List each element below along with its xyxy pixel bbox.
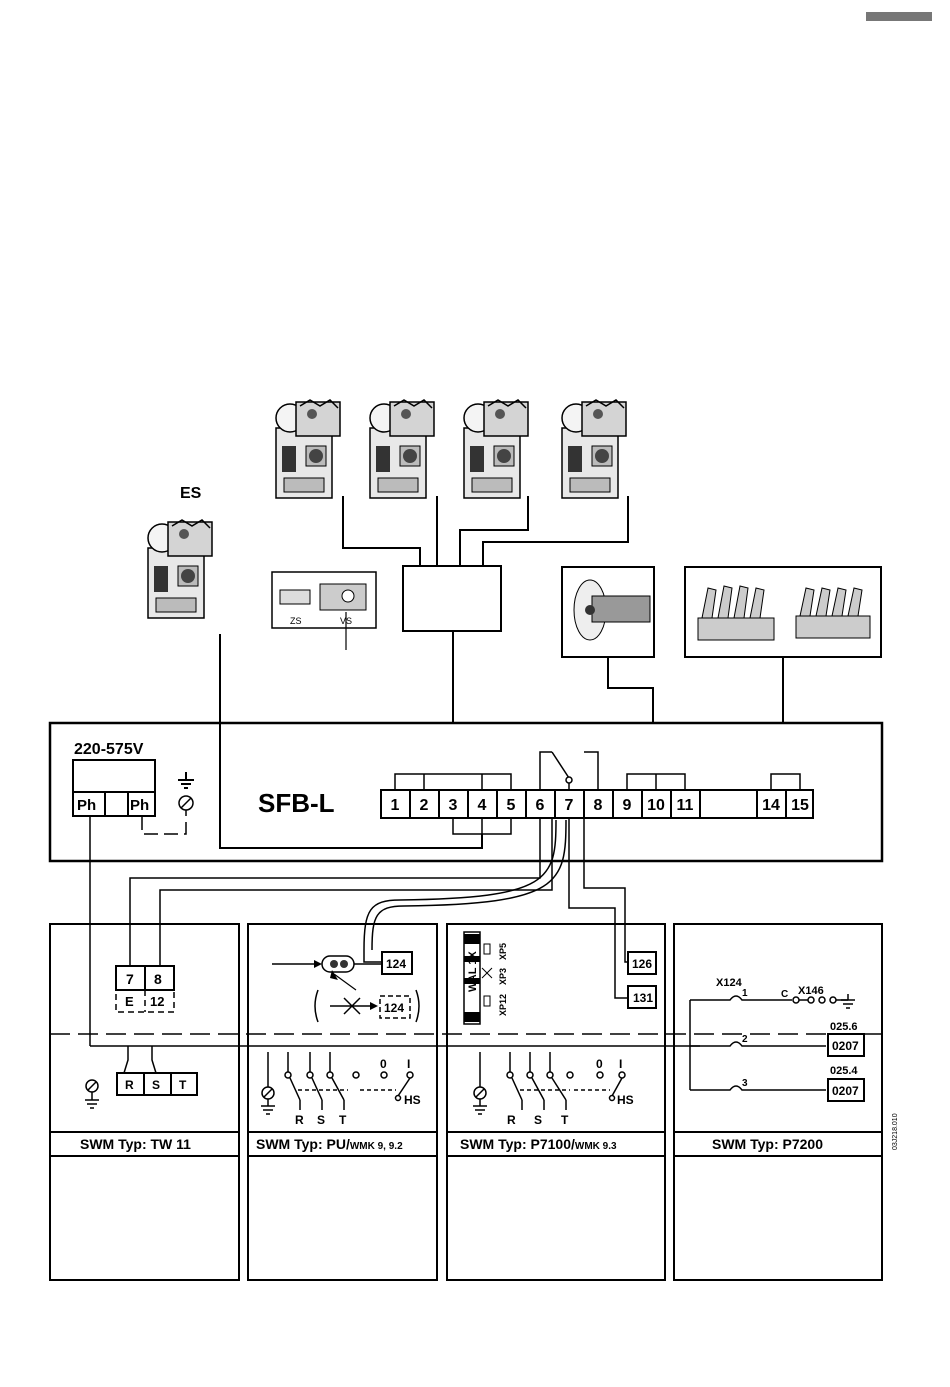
terminal-10: 10 bbox=[647, 797, 665, 814]
es-valve bbox=[148, 520, 212, 618]
terminal-2: 2 bbox=[420, 797, 429, 814]
p7100-hs-pos-1: I bbox=[619, 1057, 622, 1071]
zs-sensor bbox=[280, 590, 310, 604]
panel-1-title: SWM Typ: TW 11 bbox=[80, 1136, 191, 1152]
svg-text:0207: 0207 bbox=[832, 1039, 859, 1053]
voltage-label: 220-575V bbox=[74, 741, 144, 758]
c-label: C bbox=[781, 989, 788, 1000]
supply-terminal-ph1: Ph bbox=[77, 797, 96, 814]
p7100-phase-s: S bbox=[534, 1113, 542, 1127]
terminal-1: 1 bbox=[391, 797, 400, 814]
terminal-strip: 1 2 3 4 5 6 7 8 9 10 11 14 15 bbox=[381, 790, 813, 818]
pin-1: 1 bbox=[742, 988, 748, 999]
zs-label: ZS bbox=[290, 616, 302, 626]
pu-sensor bbox=[272, 956, 382, 990]
terminal-7: 7 bbox=[565, 797, 574, 814]
panel-3-title: SWM Typ: P7100/WMK 9.3 bbox=[460, 1136, 617, 1152]
p7100-phase-r: R bbox=[507, 1113, 516, 1127]
x124-label: X124 bbox=[716, 977, 743, 989]
terminal-11: 11 bbox=[677, 797, 694, 814]
terminal-3: 3 bbox=[449, 797, 458, 814]
terminal-9: 9 bbox=[623, 797, 632, 814]
ref-025-4: 025.4 bbox=[830, 1065, 858, 1077]
valve-wires bbox=[343, 496, 628, 570]
page-mark bbox=[866, 12, 932, 21]
pin-3: 3 bbox=[742, 1078, 748, 1089]
svg-text:XP5: XP5 bbox=[498, 943, 508, 960]
gas-valve-4 bbox=[562, 400, 626, 498]
svg-text:124: 124 bbox=[384, 1001, 404, 1015]
svg-text:S: S bbox=[152, 1078, 160, 1092]
terminal-5: 5 bbox=[507, 797, 516, 814]
terminal-14: 14 bbox=[762, 797, 780, 814]
gas-valve-3 bbox=[464, 400, 528, 498]
svg-text:131: 131 bbox=[633, 991, 653, 1005]
p7100-phase-t: T bbox=[561, 1113, 569, 1127]
supply-terminal-ph2: Ph bbox=[130, 797, 149, 814]
p7100-hs-pos-0: 0 bbox=[596, 1057, 603, 1071]
tw11-terminals: 7 8 E 12 bbox=[116, 966, 174, 1012]
svg-text:WAL 1X: WAL 1X bbox=[467, 951, 479, 992]
pu-optional-124: 124 bbox=[315, 990, 419, 1022]
pu-phase-r: R bbox=[295, 1113, 304, 1127]
ref-025-6: 025.6 bbox=[830, 1021, 858, 1033]
drawing-number: 03J218.010 bbox=[892, 1113, 899, 1150]
pu-hs-label: HS bbox=[404, 1093, 421, 1107]
terminal-8: 8 bbox=[594, 797, 603, 814]
panel-4-title: SWM Typ: P7200 bbox=[712, 1136, 823, 1152]
svg-text:7: 7 bbox=[126, 971, 134, 987]
svg-text:124: 124 bbox=[386, 957, 406, 971]
tw11-earth-icon bbox=[85, 1080, 99, 1108]
svg-text:T: T bbox=[179, 1078, 187, 1092]
p7100-hs-label: HS bbox=[617, 1093, 634, 1107]
svg-text:8: 8 bbox=[154, 971, 162, 987]
wal-connector: WAL 1X XP5 XP3 XP12 bbox=[464, 932, 508, 1024]
svg-text:XP3: XP3 bbox=[498, 968, 508, 985]
gas-valve-1 bbox=[276, 400, 340, 498]
svg-text:XP12: XP12 bbox=[498, 994, 508, 1016]
module-title: SFB-L bbox=[258, 788, 335, 818]
svg-text:R: R bbox=[125, 1078, 134, 1092]
pu-hs-pos-0: 0 bbox=[380, 1057, 387, 1071]
terminal-6: 6 bbox=[536, 797, 545, 814]
terminal-4: 4 bbox=[478, 797, 487, 814]
es-label: ES bbox=[180, 485, 202, 502]
tw11-phase-block: R S T bbox=[117, 1046, 197, 1095]
x146-label: X146 bbox=[798, 985, 824, 997]
svg-text:126: 126 bbox=[632, 957, 652, 971]
pu-phase-s: S bbox=[317, 1113, 325, 1127]
svg-text:12: 12 bbox=[150, 994, 164, 1009]
pu-hs-pos-1: I bbox=[407, 1057, 410, 1071]
terminal-15: 15 bbox=[791, 797, 809, 814]
gas-valve-2 bbox=[370, 400, 434, 498]
panel-2-title: SWM Typ: PU/WMK 9, 9.2 bbox=[256, 1136, 403, 1152]
pu-phase-t: T bbox=[339, 1113, 347, 1127]
svg-text:0207: 0207 bbox=[832, 1084, 859, 1098]
pu-switch-group bbox=[261, 1052, 413, 1114]
svg-text:E: E bbox=[125, 994, 134, 1009]
supply-box bbox=[73, 760, 155, 792]
pin-2: 2 bbox=[742, 1034, 748, 1045]
junction-box bbox=[403, 566, 501, 631]
